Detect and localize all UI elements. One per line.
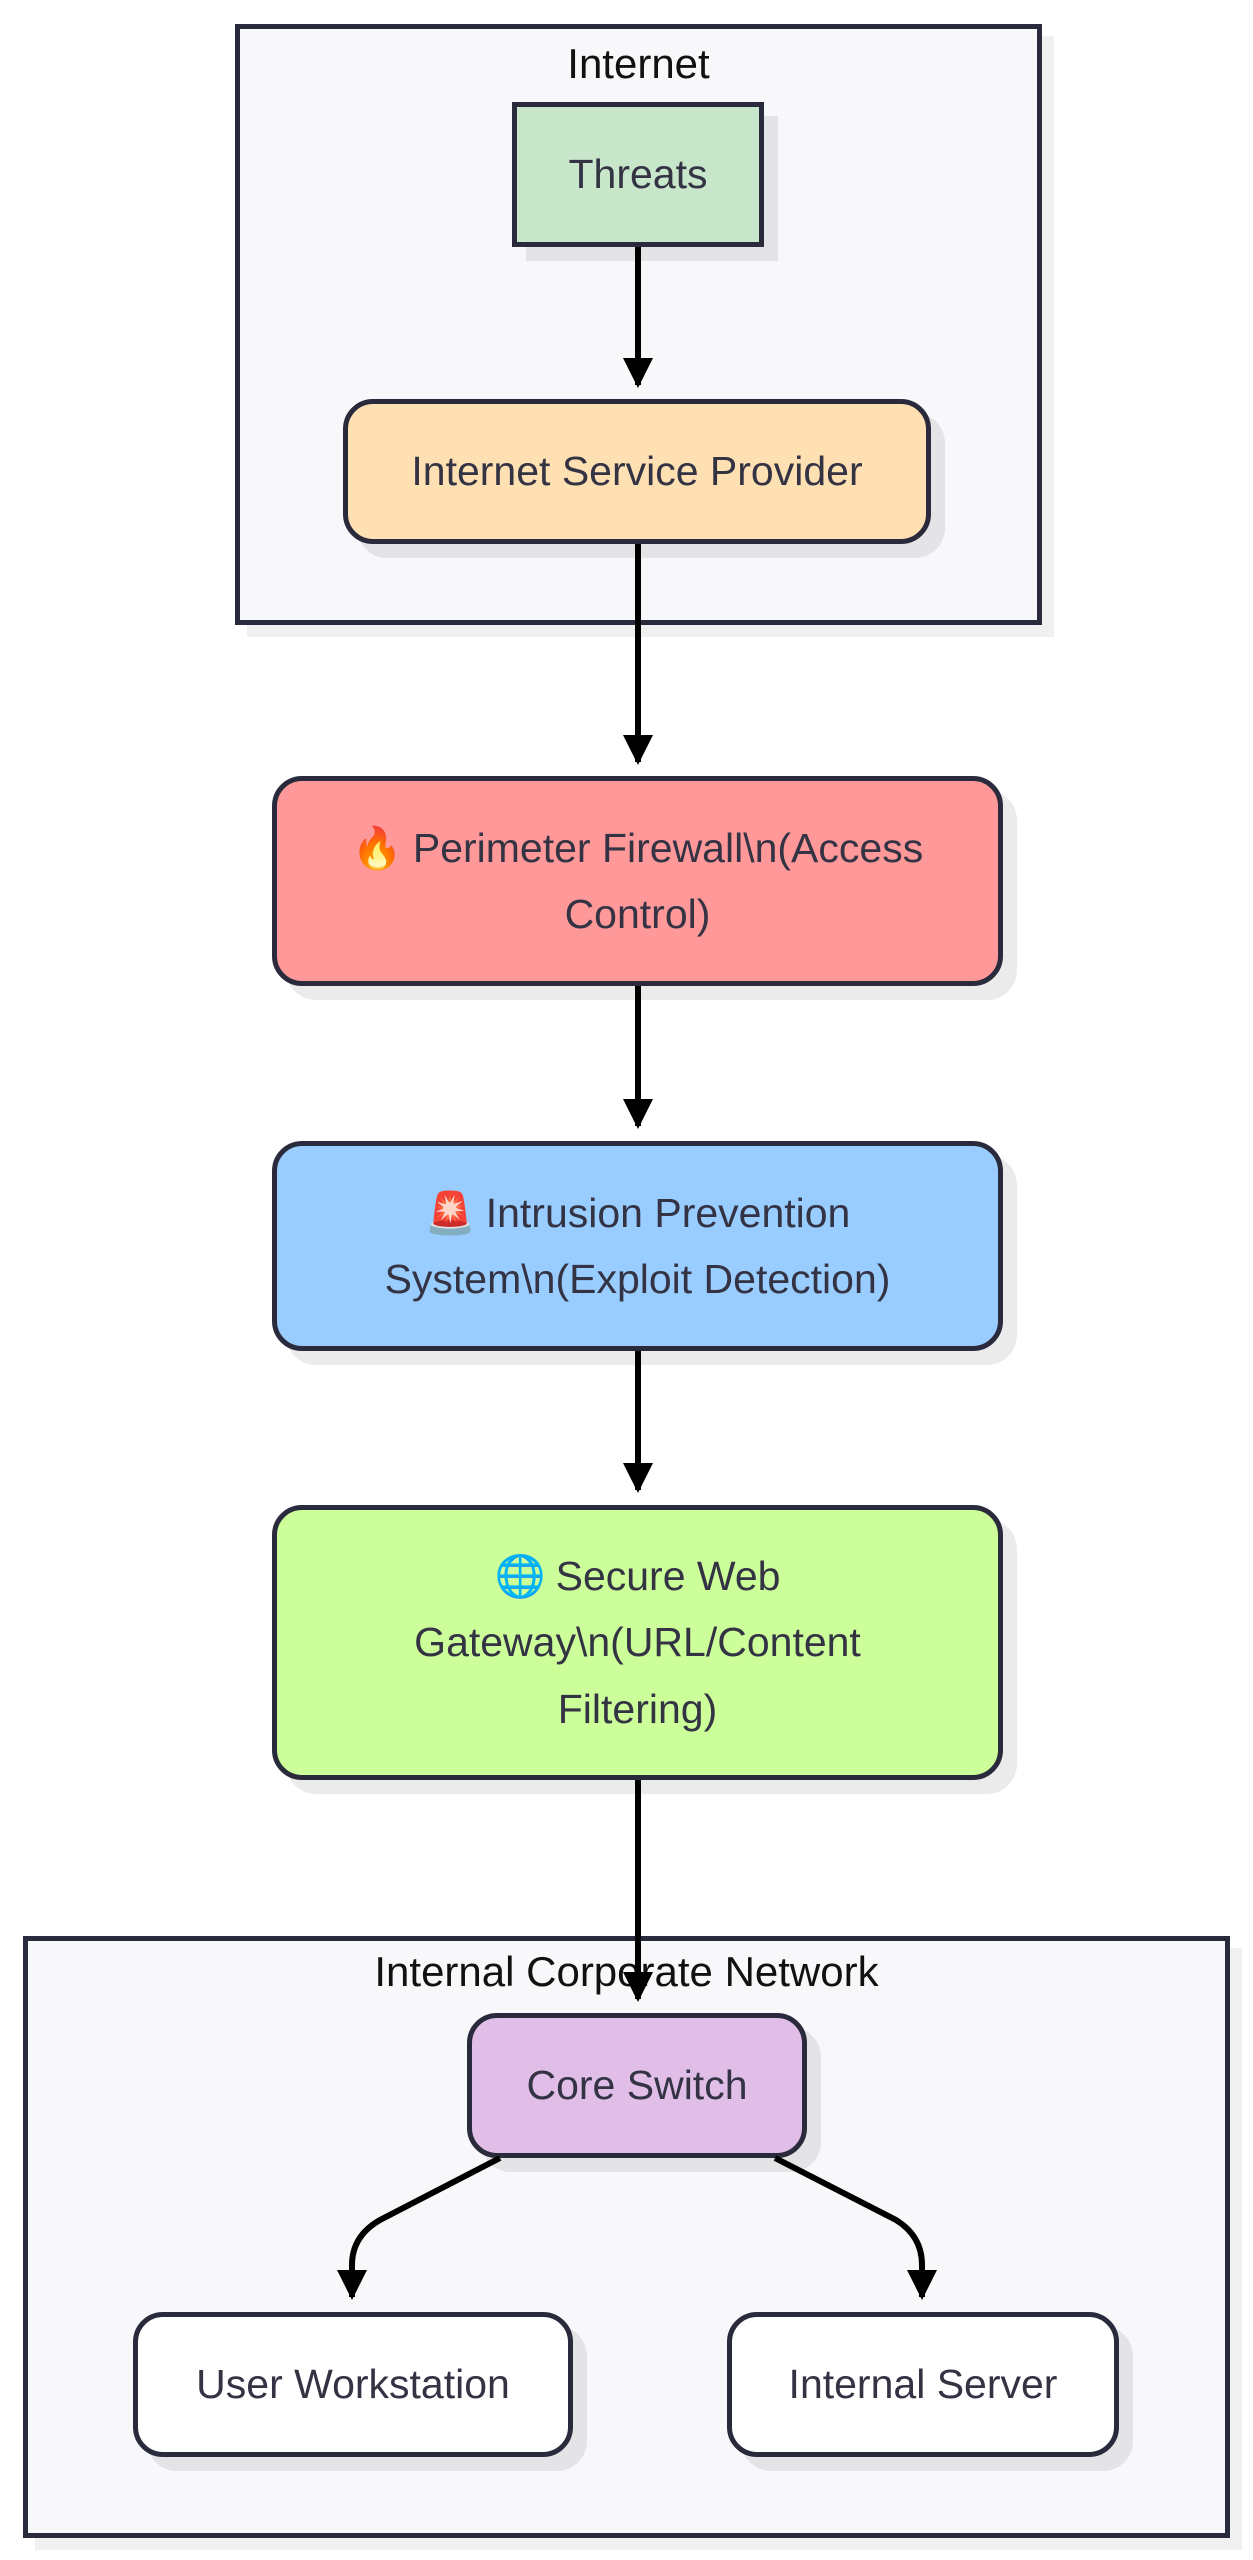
edge-core-switch-to-workstation — [337, 2155, 502, 2300]
threats-node[interactable]: Threats — [512, 102, 764, 247]
internal-server-node[interactable]: Internal Server — [727, 2312, 1119, 2457]
internet-group-label: Internet — [567, 40, 710, 87]
user-workstation-node[interactable]: User Workstation — [133, 2312, 573, 2457]
core-switch-node[interactable]: Core Switch — [467, 2013, 807, 2158]
isp-node[interactable]: Internet Service Provider — [343, 399, 931, 544]
fire-icon: 🔥 — [351, 824, 403, 871]
internal-server-label: Internal Server — [788, 2361, 1058, 2408]
user-workstation-label: User Workstation — [196, 2361, 510, 2408]
intrusion-prevention-node[interactable]: 🚨Intrusion Prevention System\n(Exploit D… — [272, 1141, 1003, 1351]
isp-label: Internet Service Provider — [411, 448, 863, 495]
siren-icon: 🚨 — [424, 1189, 476, 1236]
secure-web-gateway-label: Secure Web Gateway\n(URL/Content Filteri… — [414, 1552, 861, 1732]
perimeter-firewall-node[interactable]: 🔥Perimeter Firewall\n(Access Control) — [272, 776, 1003, 986]
threats-label: Threats — [568, 151, 708, 198]
intrusion-prevention-label: Intrusion Prevention System\n(Exploit De… — [384, 1189, 891, 1302]
perimeter-firewall-label: Perimeter Firewall\n(Access Control) — [412, 824, 924, 937]
edge-core-switch-to-server — [773, 2155, 937, 2300]
core-switch-label: Core Switch — [526, 2062, 748, 2109]
globe-icon: 🌐 — [494, 1552, 546, 1599]
secure-web-gateway-node[interactable]: 🌐Secure Web Gateway\n(URL/Content Filter… — [272, 1505, 1003, 1780]
